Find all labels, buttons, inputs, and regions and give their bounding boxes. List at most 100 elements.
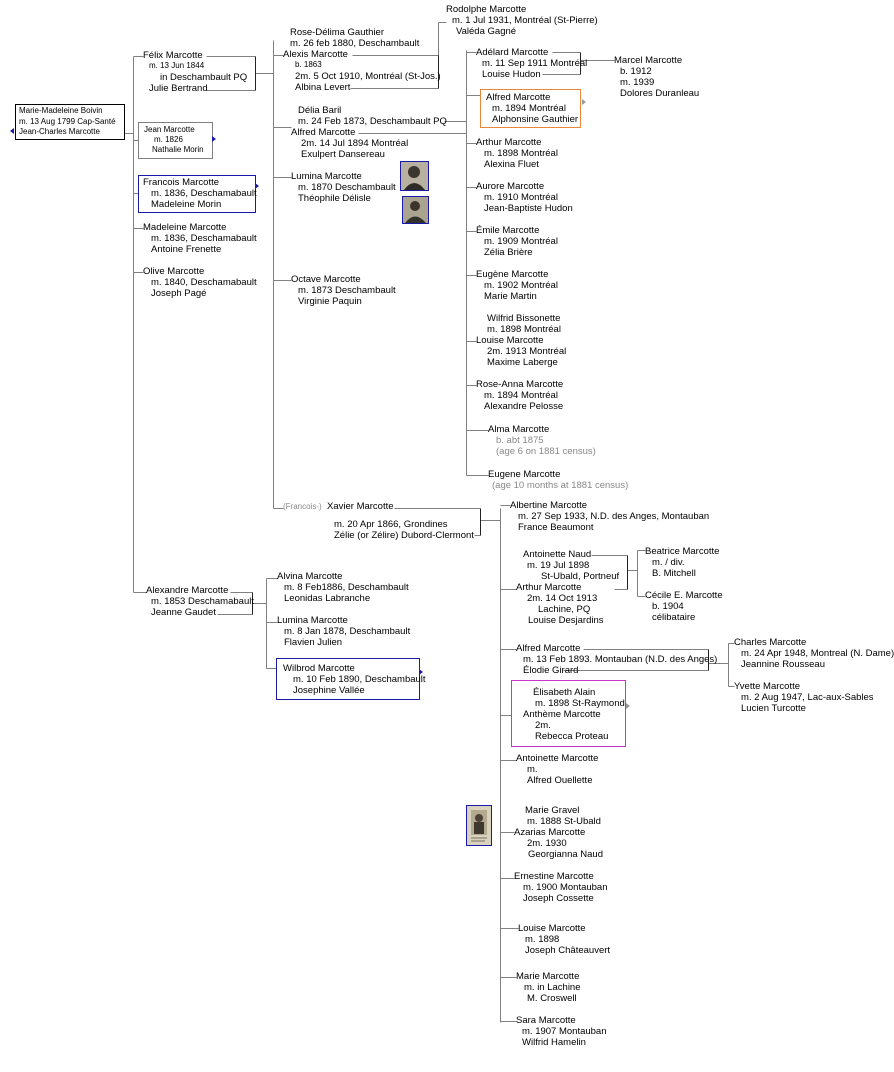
alvina-spouse: Leonidas Labranche (284, 593, 371, 604)
root-couple-box[interactable] (15, 104, 125, 140)
louise2-marriage: m. 1898 (525, 934, 560, 945)
antheme-marriage-1: m. 1898 St-Raymond (535, 698, 625, 709)
arthur-name: Arthur Marcotte (476, 137, 542, 148)
albertine-marriage: m. 27 Sep 1933, N.D. des Anges, Montauba… (518, 511, 710, 522)
olive-name: Olive Marcotte (143, 266, 205, 277)
alexandre-name: Alexandre Marcotte (146, 585, 229, 596)
alma-birth: b. abt 1875 (496, 435, 544, 446)
alfred3-name: Alfred Marcotte (516, 643, 581, 654)
madeleine-marriage: m. 1836, Deschamabault (151, 233, 257, 244)
alfred-marriage-1: m. 24 Feb 1873, Deschambault PQ (298, 116, 447, 127)
alfred2-marriage: m. 1894 Montréal (492, 103, 566, 114)
arthur2-marriage-2: 2m. 14 Oct 1913 (527, 593, 598, 604)
alexis-spouse-1: Rose-Délima Gauthier (290, 27, 384, 38)
antheme-box[interactable] (511, 680, 626, 747)
portrait-photo-icon[interactable] (402, 196, 429, 224)
alfred-spouse-1: Délia Baril (298, 105, 342, 116)
eugene2-note: (age 10 months at 1881 census) (492, 480, 629, 491)
francois-box[interactable] (138, 175, 256, 213)
jean-spouse: Nathalie Morin (152, 145, 204, 154)
louise-name: Louise Marcotte (476, 335, 544, 346)
alexis-marriage-2: 2m. 5 Oct 1910, Montréal (St-Jos.) (295, 71, 441, 82)
felix-name: Félix Marcotte (143, 50, 203, 61)
expand-parents-icon[interactable] (10, 128, 14, 134)
roseanna-name: Rose-Anna Marcotte (476, 379, 564, 390)
adelard-name: Adélard Marcotte (476, 47, 549, 58)
marie-spouse: M. Croswell (527, 993, 577, 1004)
antheme-marriage-2: 2m. (535, 720, 551, 731)
marcel-birth: b. 1912 (620, 66, 652, 77)
eugene-spouse: Marie Martin (484, 291, 537, 302)
lumina-name: Lumina Marcotte (291, 171, 362, 182)
sara-spouse: Wilfrid Hamelin (522, 1037, 586, 1048)
marie-name: Marie Marcotte (516, 971, 580, 982)
jean-box[interactable] (138, 122, 213, 159)
rodolphe-marriage: m. 1 Jul 1931, Montréal (St-Pierre) (452, 15, 598, 26)
azarias-spouse-1: Marie Gravel (525, 805, 580, 816)
emile-spouse: Zélia Brière (484, 247, 533, 258)
louise-marriage-2: 2m. 1913 Montréal (487, 346, 567, 357)
octave-marriage: m. 1873 Deschambault (298, 285, 396, 296)
expand-arrow-icon[interactable] (419, 669, 423, 675)
azarias-marriage-2: 2m. 1930 (527, 838, 567, 849)
portrait-photo-icon[interactable] (400, 161, 429, 191)
octave-spouse: Virginie Paquin (298, 296, 362, 307)
cecile-birth: b. 1904 (652, 601, 684, 612)
olive-marriage: m. 1840, Deschamabault (151, 277, 257, 288)
expand-arrow-icon[interactable] (626, 703, 630, 709)
albertine-name: Albertine Marcotte (510, 500, 588, 511)
madeleine-name: Madeleine Marcotte (143, 222, 227, 233)
felix-marriage: m. 13 Jun 1844 (149, 61, 205, 70)
louise2-spouse: Joseph Châteauvert (525, 945, 611, 956)
alfred2-spouse: Alphonsine Gauthier (492, 114, 579, 125)
rodolphe-spouse: Valéda Gagné (456, 26, 517, 37)
arthur2-name: Arthur Marcotte (516, 582, 582, 593)
francois-marriage: m. 1836, Deschamabault (151, 188, 257, 199)
rodolphe-name: Rodolphe Marcotte (446, 4, 527, 15)
alfred-marriage-2: 2m. 14 Jul 1894 Montréal (301, 138, 409, 149)
jean-marriage: m. 1826 (154, 135, 183, 144)
root-spouse-2: Jean-Charles Marcotte (19, 127, 100, 136)
charles-name: Charles Marcotte (734, 637, 807, 648)
francois-name: Francois Marcotte (143, 177, 220, 188)
arthur2-place-1: St-Ubald, Portneuf (541, 571, 620, 582)
expand-arrow-icon[interactable] (582, 99, 586, 105)
wilbrod-box[interactable] (276, 658, 420, 700)
antheme-spouse-2: Rebecca Proteau (535, 731, 609, 742)
alfred3-marriage: m. 13 Feb 1893. Montauban (N.D. des Ange… (523, 654, 718, 665)
wilbrod-spouse: Josephine Vallée (293, 685, 365, 696)
ernestine-name: Ernestine Marcotte (514, 871, 594, 882)
louise2-name: Louise Marcotte (518, 923, 586, 934)
expand-arrow-icon[interactable] (255, 183, 259, 189)
louise-spouse-2: Maxime Laberge (487, 357, 558, 368)
xavier-prefix: (Francois-) (283, 502, 322, 511)
ernestine-marriage: m. 1900 Montauban (523, 882, 608, 893)
alexis-birth: b. 1863 (295, 60, 322, 69)
aurore-spouse: Jean-Baptiste Hudon (484, 203, 573, 214)
alvina-marriage: m. 8 Feb1886, Deschambault (284, 582, 409, 593)
marcel-spouse: Dolores Duranleau (620, 88, 700, 99)
alexis-spouse-2: Albina Levert (295, 82, 351, 93)
wilbrod-name: Wilbrod Marcotte (283, 663, 355, 674)
expand-arrow-icon[interactable] (212, 136, 216, 142)
beatrice-marriage: m. / div. (652, 557, 685, 568)
alfred2-box[interactable] (480, 89, 581, 128)
arthur-marriage: m. 1898 Montréal (484, 148, 558, 159)
charles-spouse: Jeannine Rousseau (741, 659, 825, 670)
yvette-spouse: Lucien Turcotte (741, 703, 806, 714)
roseanna-spouse: Alexandre Pelosse (484, 401, 564, 412)
antheme-name: Anthème Marcotte (523, 709, 601, 720)
lumina2-spouse: Flavien Julien (284, 637, 343, 648)
antheme-spouse-1: Élisabeth Alain (533, 687, 596, 698)
beatrice-spouse: B. Mitchell (652, 568, 696, 579)
eugene2-name: Eugene Marcotte (488, 469, 561, 480)
azarias-marriage-1: m. 1888 St-Ubald (527, 816, 601, 827)
document-photo-icon[interactable] (466, 805, 492, 846)
alfred-name: Alfred Marcotte (291, 127, 356, 138)
adelard-spouse: Louise Hudon (482, 69, 541, 80)
marie-marriage: m. in Lachine (524, 982, 581, 993)
antoinette-marriage: m. (527, 764, 538, 775)
wilbrod-marriage: m. 10 Feb 1890, Deschambault (293, 674, 426, 685)
albertine-spouse: France Beaumont (518, 522, 594, 533)
